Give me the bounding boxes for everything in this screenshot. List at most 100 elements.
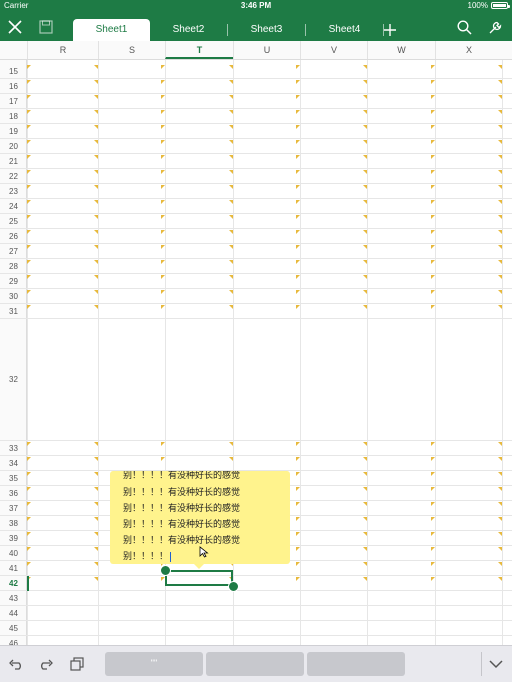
comment-marker <box>431 230 435 234</box>
comment-marker <box>431 185 435 189</box>
row-number[interactable]: 29 <box>9 277 18 286</box>
comment-marker <box>229 260 233 264</box>
row-number[interactable]: 18 <box>9 112 18 121</box>
row-number[interactable]: 41 <box>9 564 18 573</box>
comment-marker <box>161 200 165 204</box>
comment-marker <box>94 577 98 581</box>
comment-marker <box>431 547 435 551</box>
comment-marker <box>498 185 502 189</box>
tab-divider <box>227 24 228 36</box>
comment-marker <box>431 502 435 506</box>
comment-marker <box>94 125 98 129</box>
row-number[interactable]: 15 <box>9 67 18 76</box>
comment-marker <box>296 65 300 69</box>
row-number[interactable]: 45 <box>9 624 18 633</box>
sheet-tabs: Sheet1 Sheet2 Sheet3 Sheet4 <box>73 19 384 41</box>
comment-marker <box>363 230 367 234</box>
comment-marker <box>27 170 31 174</box>
comment-marker <box>363 502 367 506</box>
row-number[interactable]: 36 <box>9 489 18 498</box>
battery-percent: 100% <box>467 1 488 10</box>
row-number[interactable]: 19 <box>9 127 18 136</box>
row-number[interactable]: 20 <box>9 142 18 151</box>
tab-sheet1[interactable]: Sheet1 <box>73 19 150 41</box>
row-number[interactable]: 25 <box>9 217 18 226</box>
row-number[interactable]: 26 <box>9 232 18 241</box>
undo-icon[interactable] <box>7 656 25 672</box>
comment-line: 别！！！！有没种好长的感觉 <box>123 519 241 529</box>
comment-marker <box>94 80 98 84</box>
row-number[interactable]: 44 <box>9 609 18 618</box>
comment-marker <box>27 65 31 69</box>
formula-suggestion-button[interactable] <box>206 652 304 676</box>
comment-marker <box>27 457 31 461</box>
row-number[interactable]: 31 <box>9 307 18 316</box>
grid-row: 34 <box>0 456 512 471</box>
row-number[interactable]: 32 <box>9 375 18 384</box>
grid-row: 25 <box>0 214 512 229</box>
mouse-cursor-icon <box>199 546 209 558</box>
search-icon[interactable] <box>454 17 474 37</box>
row-number[interactable]: 39 <box>9 534 18 543</box>
selection-handle-top-left[interactable] <box>160 565 171 576</box>
comment-marker <box>27 305 31 309</box>
comment-marker <box>94 185 98 189</box>
comment-marker <box>431 532 435 536</box>
comment-marker <box>498 532 502 536</box>
text-caret <box>170 551 172 562</box>
row-number[interactable]: 23 <box>9 187 18 196</box>
comment-line-editing[interactable]: 别！！！！ <box>123 549 172 562</box>
selected-cell[interactable] <box>165 570 233 586</box>
row-number[interactable]: 24 <box>9 202 18 211</box>
tab-sheet3[interactable]: Sheet3 <box>250 24 283 35</box>
save-icon[interactable] <box>36 17 56 37</box>
tab-sheet4[interactable]: Sheet4 <box>328 24 361 35</box>
column-header-w[interactable]: W <box>367 41 435 59</box>
row-number[interactable]: 35 <box>9 474 18 483</box>
comment-marker <box>229 442 233 446</box>
comment-marker <box>27 260 31 264</box>
comment-marker <box>161 125 165 129</box>
row-number[interactable]: 28 <box>9 262 18 271</box>
column-header-r[interactable]: R <box>27 41 98 59</box>
comment-marker <box>27 532 31 536</box>
row-number[interactable]: 17 <box>9 97 18 106</box>
row-number[interactable]: 43 <box>9 594 18 603</box>
comment-marker <box>94 200 98 204</box>
formula-suggestion-button[interactable]: "" <box>105 652 203 676</box>
comment-marker <box>296 290 300 294</box>
row-number[interactable]: 30 <box>9 292 18 301</box>
row-number[interactable]: 37 <box>9 504 18 513</box>
comment-marker <box>498 517 502 521</box>
grid-row: 45 <box>0 621 512 636</box>
row-number[interactable]: 27 <box>9 247 18 256</box>
row-number[interactable]: 16 <box>9 82 18 91</box>
redo-icon[interactable] <box>37 656 55 672</box>
column-header-u[interactable]: U <box>233 41 300 59</box>
wrench-icon[interactable] <box>485 17 505 37</box>
selection-handle-bottom-right[interactable] <box>228 581 239 592</box>
close-icon[interactable] <box>5 17 25 37</box>
row-number[interactable]: 38 <box>9 519 18 528</box>
comment-marker <box>363 290 367 294</box>
formula-suggestion-button[interactable] <box>307 652 405 676</box>
row-number[interactable]: 21 <box>9 157 18 166</box>
row-number[interactable]: 46 <box>9 639 18 645</box>
comment-marker <box>498 305 502 309</box>
comment-marker <box>363 170 367 174</box>
comment-marker <box>229 185 233 189</box>
column-header-s[interactable]: S <box>98 41 165 59</box>
row-number[interactable]: 40 <box>9 549 18 558</box>
copy-icon[interactable] <box>68 656 86 672</box>
column-header-t[interactable]: T <box>165 41 233 59</box>
tab-sheet2[interactable]: Sheet2 <box>172 24 205 35</box>
chevron-down-icon[interactable] <box>487 656 505 672</box>
row-number[interactable]: 42 <box>9 579 18 588</box>
column-header-v[interactable]: V <box>300 41 367 59</box>
add-sheet-icon[interactable] <box>380 19 400 41</box>
row-number[interactable]: 34 <box>9 459 18 468</box>
column-header-x[interactable]: X <box>435 41 502 59</box>
comment-marker <box>431 110 435 114</box>
row-number[interactable]: 22 <box>9 172 18 181</box>
row-number[interactable]: 33 <box>9 444 18 453</box>
